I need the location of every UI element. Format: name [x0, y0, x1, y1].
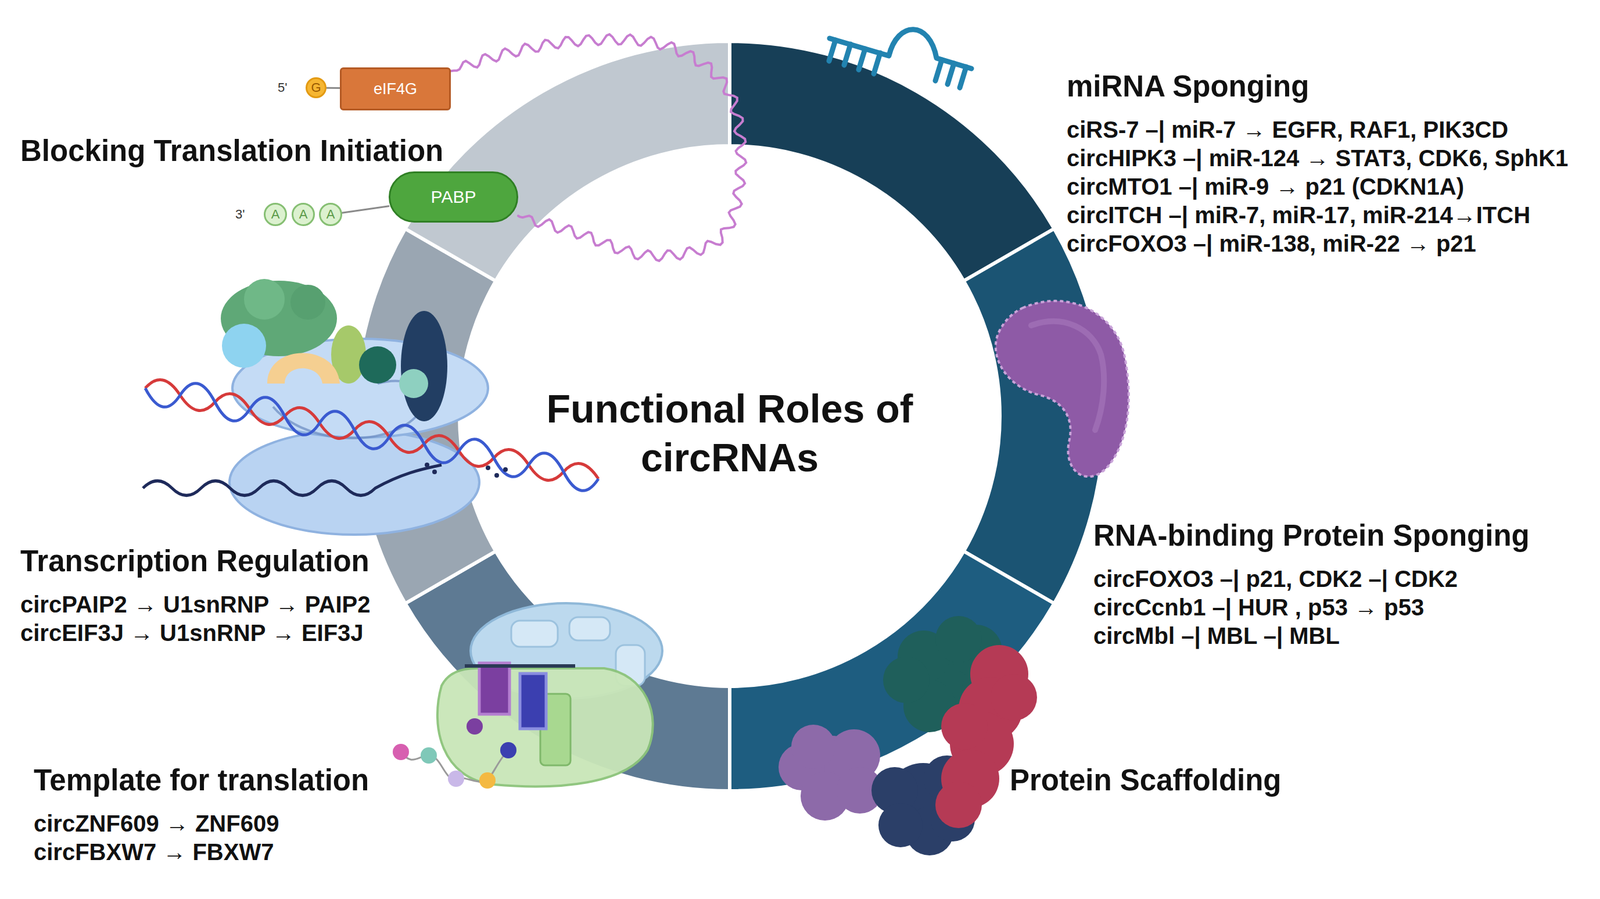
node-text: A [299, 207, 308, 221]
mrna-strand [450, 34, 746, 261]
strand-end-label: 5' [277, 81, 288, 95]
interaction-text: ciRS-7 –| miR-7 → EGFR, RAF1, PIK3CD [1066, 115, 1569, 145]
transcription-complex [142, 464, 442, 496]
translating-ribosome [479, 662, 510, 715]
translating-ribosome [511, 620, 558, 647]
translating-ribosome [464, 664, 576, 668]
interaction-text: circMbl –| MBL –| MBL [1093, 621, 1530, 651]
transcription-complex [432, 469, 437, 475]
translating-ribosome [479, 772, 496, 789]
protein-box: eIF4G [339, 67, 451, 111]
function-panel: Transcription Regulation circPAIP2 → U1sn… [20, 543, 371, 648]
transcription-complex [145, 383, 599, 491]
transcription-complex [494, 472, 500, 478]
node-text: A [271, 207, 281, 221]
function-panel: Template for translation circZNF609 → ZNF… [33, 762, 369, 867]
function-heading: miRNA Sponging [1066, 69, 1569, 104]
interaction-text: circFOXO3 –| miR-138, miR-22 → p21 [1066, 229, 1569, 258]
scaffold-proteins [883, 656, 930, 703]
connector-line [326, 87, 340, 89]
scaffold-proteins [935, 781, 982, 828]
function-heading: RNA-binding Protein Sponging [1093, 518, 1530, 554]
node-text: A [326, 207, 336, 221]
interaction-text: circMTO1 –| miR-9 → p21 (CDKN1A) [1066, 172, 1569, 202]
function-heading: Protein Scaffolding [1009, 762, 1282, 798]
transcription-complex [399, 368, 429, 398]
cap-circle: G [305, 77, 327, 99]
interaction-text: circITCH –| miR-7, miR-17, miR-214→ITCH [1066, 201, 1569, 230]
transcription-complex [244, 278, 285, 320]
transcription-complex [221, 323, 267, 368]
polya-circle: A [318, 202, 343, 226]
transcription-complex [400, 310, 448, 422]
translating-ribosome [447, 770, 465, 787]
scaffold-proteins [935, 644, 1038, 828]
node-text: G [310, 81, 321, 95]
ring-segment [729, 551, 1055, 792]
connector-line [342, 206, 389, 213]
translating-ribosome [466, 718, 483, 735]
rbp-protein [995, 300, 1129, 477]
function-heading: Template for translation [33, 762, 369, 798]
translating-ribosome [437, 668, 654, 787]
scaffold-proteins [878, 802, 923, 848]
transcription-complex [424, 462, 430, 468]
translating-ribosome [569, 616, 611, 641]
transcription-complex [145, 379, 599, 481]
translating-ribosome [392, 743, 410, 760]
transcription-complex [503, 467, 508, 472]
transcription-complex [142, 278, 599, 535]
node-text: eIF4G [373, 81, 418, 98]
interaction-text: circZNF609 → ZNF609 [33, 809, 369, 838]
interaction-text: circFOXO3 –| p21, CDK2 –| CDK2 [1093, 564, 1530, 594]
polya-circle: A [263, 202, 288, 226]
ring-segment [404, 41, 730, 282]
transcription-complex [424, 462, 508, 478]
translating-ribosome [392, 603, 663, 789]
rbp-protein [1031, 321, 1104, 430]
polya-circle: A [291, 202, 315, 226]
mirna-icon [829, 40, 881, 74]
interaction-text: circFBXW7 → FBXW7 [33, 837, 369, 867]
function-panel: miRNA Sponging ciRS-7 –| miR-7 → EGFR, RA… [1066, 69, 1569, 258]
scaffold-proteins [778, 615, 1038, 856]
rbp-protein [995, 300, 1129, 477]
transcription-complex [290, 284, 326, 320]
mirna-icon [829, 29, 972, 88]
ring-segment [404, 551, 730, 792]
scaffold-proteins [935, 615, 982, 663]
function-heading: Blocking Translation Initiation [20, 133, 444, 169]
interaction-text: circEIF3J → U1snRNP → EIF3J [20, 618, 371, 648]
scaffold-proteins [791, 724, 836, 769]
translating-ribosome [500, 741, 517, 759]
transcription-complex [485, 465, 491, 471]
transcription-complex [267, 353, 340, 385]
strand-end-label: 3' [235, 207, 245, 221]
node-text: PABP [431, 188, 477, 206]
scaffold-proteins [990, 673, 1038, 721]
translating-ribosome [519, 673, 547, 729]
translating-ribosome [420, 747, 437, 764]
transcription-complex [359, 346, 397, 384]
interaction-text: circCcnb1 –| HUR , p53 → p53 [1093, 593, 1530, 622]
diagram-title: Functional Roles of circRNAs [497, 384, 963, 482]
interaction-text: circHIPK3 –| miR-124 → STAT3, CDK6, SphK… [1066, 144, 1569, 173]
scaffold-proteins [941, 702, 988, 750]
function-panel: RNA-binding Protein Sponging circFOXO3 –|… [1093, 518, 1530, 651]
function-panel: Blocking Translation Initiation [20, 133, 444, 169]
scaffold-proteins [778, 724, 884, 821]
mirna-icon [935, 59, 967, 88]
function-panel: Protein Scaffolding [1009, 762, 1282, 798]
ring-segment [729, 41, 1055, 282]
protein-box: PABP [388, 171, 519, 223]
function-heading: Transcription Regulation [20, 543, 371, 579]
interaction-text: circPAIP2 → U1snRNP → PAIP2 [20, 590, 371, 619]
